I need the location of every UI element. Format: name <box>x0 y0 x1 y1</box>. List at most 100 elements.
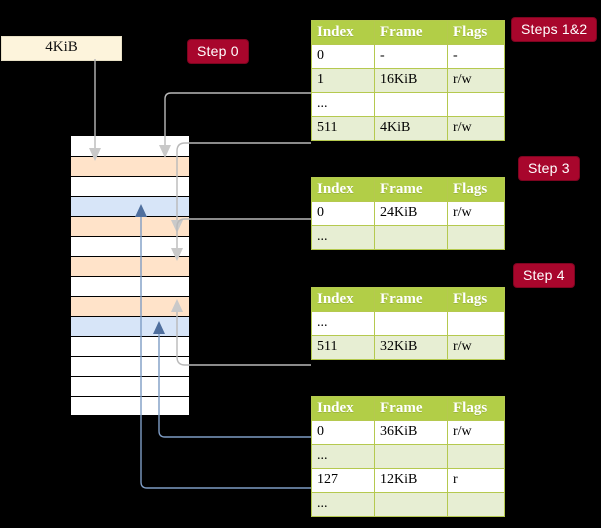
cell-index: 0 <box>311 44 375 69</box>
arrowhead-down-icon <box>171 248 183 261</box>
cell-frame: 4KiB <box>374 116 448 141</box>
cell-index: 1 <box>311 68 375 93</box>
page-table-row[interactable]: 0 36KiB r/w <box>311 420 505 445</box>
cell-index: ... <box>311 92 375 117</box>
cell-index: 511 <box>311 116 375 141</box>
step-label-step0-text: Step 0 <box>197 43 239 59</box>
frame-tick-mark <box>57 216 71 218</box>
page-table-row[interactable]: ... <box>311 444 505 469</box>
column-header-frame: Frame <box>374 396 448 421</box>
memory-frame-row <box>70 196 190 216</box>
page-table-header-row: Index Frame Flags <box>311 396 505 421</box>
cell-frame <box>374 492 448 517</box>
cell-frame: - <box>374 44 448 69</box>
cell-index: ... <box>311 225 375 250</box>
cell-flags: r/w <box>447 335 505 360</box>
column-header-flags: Flags <box>447 20 505 45</box>
memory-frame-row <box>70 135 190 156</box>
cell-flags: r/w <box>447 68 505 93</box>
arrowhead-down-icon <box>159 145 171 158</box>
memory-frame-row <box>70 276 190 296</box>
page-table-row[interactable]: ... <box>311 92 505 117</box>
step-label-steps12: Steps 1&2 <box>512 18 597 41</box>
page-table-row[interactable]: 127 12KiB r <box>311 468 505 493</box>
frame-tick-mark <box>57 176 71 178</box>
page-table-row[interactable]: ... <box>311 225 505 250</box>
step-label-step3: Step 3 <box>519 157 579 180</box>
cell-frame <box>374 444 448 469</box>
frame-tick-mark <box>57 156 71 158</box>
page-table-1: Index Frame Flags 0 - - 1 16KiB r/w ... … <box>311 20 505 141</box>
frame-tick-mark <box>57 296 71 298</box>
memory-frame-row <box>70 236 190 256</box>
cell-flags <box>447 492 505 517</box>
memory-frame-row <box>70 176 190 196</box>
page-table-row[interactable]: ... <box>311 492 505 517</box>
cell-flags <box>447 444 505 469</box>
step-label-step3-text: Step 3 <box>528 160 570 176</box>
cell-index: 127 <box>311 468 375 493</box>
step-label-step4-text: Step 4 <box>523 267 565 283</box>
cell-index: ... <box>311 492 375 517</box>
cell-flags: r/w <box>447 201 505 226</box>
cell-index: 0 <box>311 201 375 226</box>
cell-flags <box>447 225 505 250</box>
memory-frame-row <box>70 216 190 236</box>
cell-flags: - <box>447 44 505 69</box>
arrowhead-down-icon <box>89 148 101 161</box>
page-table-row-highlighted[interactable]: 511 4KiB r/w <box>311 116 505 141</box>
column-header-index: Index <box>311 396 375 421</box>
cell-flags: r <box>447 468 505 493</box>
page-table-header-row: Index Frame Flags <box>311 287 505 312</box>
column-header-frame: Frame <box>374 20 448 45</box>
page-table-row[interactable]: 0 24KiB r/w <box>311 201 505 226</box>
cell-frame <box>374 92 448 117</box>
cell-frame <box>374 225 448 250</box>
page-table-2: Index Frame Flags 0 24KiB r/w ... <box>311 177 505 250</box>
column-header-index: Index <box>311 20 375 45</box>
page-table-header-row: Index Frame Flags <box>311 177 505 202</box>
wire-table1-511-to-frame <box>176 142 311 220</box>
cell-frame: 24KiB <box>374 201 448 226</box>
column-header-flags: Flags <box>447 177 505 202</box>
cell-index: ... <box>311 444 375 469</box>
column-header-index: Index <box>311 177 375 202</box>
page-table-row[interactable]: 511 32KiB r/w <box>311 335 505 360</box>
page-table-row[interactable]: ... <box>311 311 505 336</box>
page-table-row[interactable]: 0 - - <box>311 44 505 69</box>
cell-index: ... <box>311 311 375 336</box>
memory-frame-row <box>70 336 190 356</box>
cell-flags <box>447 311 505 336</box>
arrowhead-up-icon <box>135 204 147 217</box>
page-table-header-row: Index Frame Flags <box>311 20 505 45</box>
cell-index: 0 <box>311 420 375 445</box>
memory-frame-row <box>70 256 190 276</box>
column-header-flags: Flags <box>447 287 505 312</box>
wire-table2-to-frame <box>176 218 311 248</box>
column-header-frame: Frame <box>374 287 448 312</box>
cell-flags: r/w <box>447 420 505 445</box>
step-label-steps12-text: Steps 1&2 <box>521 21 588 37</box>
memory-frame-row <box>70 156 190 176</box>
page-table-3: Index Frame Flags ... 511 32KiB r/w <box>311 287 505 360</box>
memory-frame-row <box>70 396 190 416</box>
source-frame-box: 4KiB <box>1 36 122 61</box>
cell-flags <box>447 92 505 117</box>
cell-frame: 16KiB <box>374 68 448 93</box>
column-header-index: Index <box>311 287 375 312</box>
memory-frame-row <box>70 296 190 316</box>
arrowhead-up-icon <box>153 321 165 334</box>
wire-table1-to-frame <box>164 92 311 145</box>
cell-frame: 32KiB <box>374 335 448 360</box>
cell-frame: 36KiB <box>374 420 448 445</box>
frame-tick-mark <box>57 135 71 137</box>
cell-index: 511 <box>311 335 375 360</box>
page-table-4: Index Frame Flags 0 36KiB r/w ... 127 12… <box>311 396 505 517</box>
page-table-row[interactable]: 1 16KiB r/w <box>311 68 505 93</box>
arrowhead-up-icon <box>171 299 183 312</box>
step-label-step4: Step 4 <box>514 264 574 287</box>
source-frame-label: 4KiB <box>45 39 78 55</box>
wire-frame-to-table4-row127 <box>140 217 311 489</box>
